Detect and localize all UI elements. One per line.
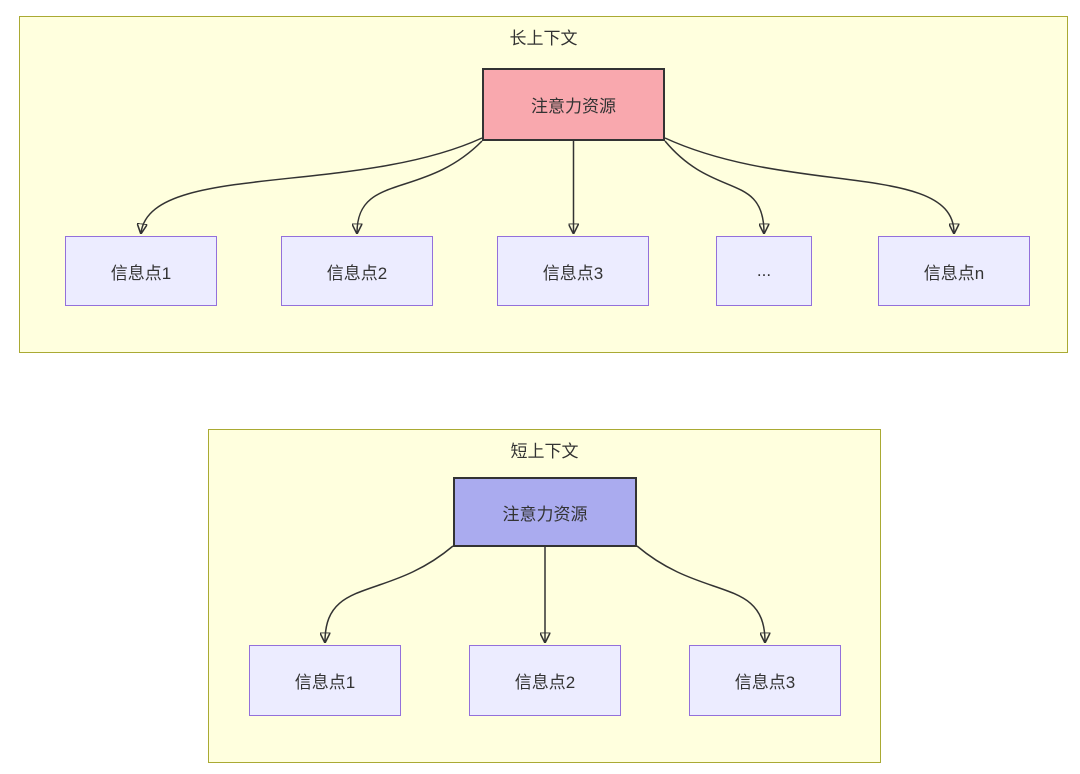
node-long-info-ellipsis: ... (716, 236, 812, 306)
node-short-info-2: 信息点2 (469, 645, 621, 716)
node-long-info-1: 信息点1 (65, 236, 217, 306)
subgraph-short-context-title: 短上下文 (510, 442, 579, 461)
node-attention-short: 注意力资源 (453, 477, 637, 547)
node-long-info-3: 信息点3 (497, 236, 649, 306)
node-long-info-n: 信息点n (878, 236, 1030, 306)
subgraph-long-context-title: 长上下文 (509, 29, 578, 48)
node-attention-long: 注意力资源 (482, 68, 665, 141)
node-short-info-3: 信息点3 (689, 645, 841, 716)
node-short-info-1: 信息点1 (249, 645, 401, 716)
node-long-info-2: 信息点2 (281, 236, 433, 306)
